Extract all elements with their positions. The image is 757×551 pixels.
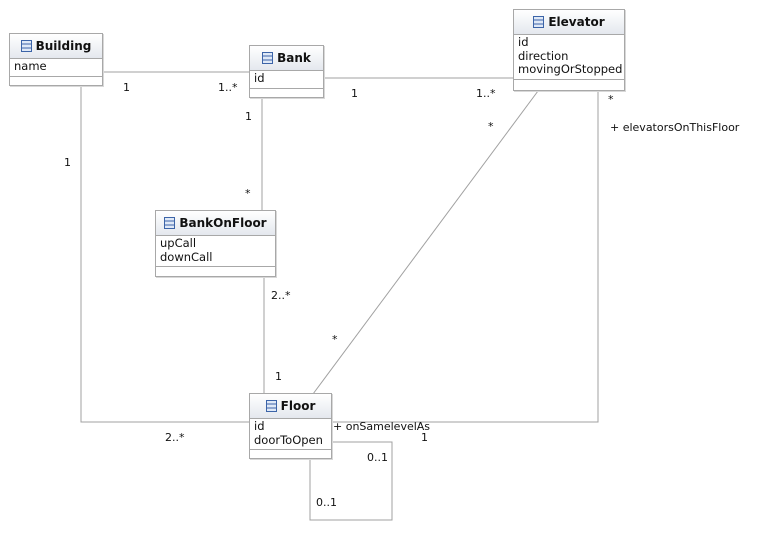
- class-header: Building: [10, 34, 102, 59]
- attribute-compartment: name: [10, 59, 102, 77]
- multiplicity-label: *: [245, 187, 251, 200]
- multiplicity-label: 1: [351, 87, 358, 100]
- role-label: + onSamelevelAs: [333, 420, 431, 433]
- multiplicity-label: *: [608, 93, 614, 106]
- attribute: doorToOpen: [254, 432, 323, 447]
- multiplicity-label: 2..*: [271, 289, 291, 302]
- multiplicity-label: 1: [64, 156, 71, 169]
- class-name: Building: [35, 39, 92, 53]
- multiplicity-label: *: [488, 120, 494, 133]
- multiplicity-label: 1: [245, 110, 252, 123]
- multiplicity-label: 1: [421, 431, 428, 444]
- attribute-compartment: upCall downCall: [156, 236, 275, 267]
- operation-compartment: [156, 267, 275, 275]
- class-name: BankOnFloor: [179, 216, 267, 230]
- class-icon: [265, 400, 277, 412]
- attribute: direction: [518, 48, 569, 63]
- class-icon: [164, 217, 176, 229]
- assoc-elevator-floor-side: [331, 90, 599, 423]
- class-building[interactable]: Building name: [9, 33, 103, 86]
- operation-compartment: [250, 89, 323, 97]
- multiplicity-label: 0..1: [367, 451, 388, 464]
- class-name: Elevator: [548, 15, 605, 29]
- assoc-floor-self: [309, 441, 393, 521]
- operation-compartment: [10, 77, 102, 85]
- operation-compartment: [514, 80, 624, 88]
- multiplicity-label: 1: [123, 81, 130, 94]
- multiplicity-label: 1..*: [218, 81, 238, 94]
- attribute-compartment: id: [250, 71, 323, 89]
- multiplicity-label: 2..*: [165, 431, 185, 444]
- class-icon: [533, 16, 545, 28]
- attribute: upCall: [160, 236, 197, 250]
- class-name: Floor: [280, 399, 316, 413]
- class-icon: [20, 40, 32, 52]
- multiplicity-label: 1: [275, 370, 282, 383]
- class-elevator[interactable]: Elevator id direction movingOrStopped: [513, 9, 625, 91]
- class-name: Bank: [277, 51, 311, 65]
- assoc-elevator-floor: [312, 90, 539, 395]
- class-bankonfloor[interactable]: BankOnFloor upCall downCall: [155, 210, 276, 277]
- class-header: Elevator: [514, 10, 624, 35]
- attribute: id: [518, 35, 529, 49]
- assoc-building-floor: [80, 85, 250, 423]
- attribute: movingOrStopped: [518, 62, 623, 76]
- attribute: downCall: [160, 249, 213, 264]
- role-label: + elevatorsOnThisFloor: [610, 121, 740, 134]
- multiplicity-label: 1..*: [476, 87, 496, 100]
- attribute-compartment: id direction movingOrStopped: [514, 35, 624, 80]
- class-icon: [262, 52, 274, 64]
- attribute: id: [254, 419, 265, 433]
- attribute-compartment: id doorToOpen: [250, 419, 331, 450]
- attribute: name: [14, 59, 47, 73]
- class-header: Floor: [250, 394, 331, 419]
- multiplicity-label: *: [332, 333, 338, 346]
- class-floor[interactable]: Floor id doorToOpen: [249, 393, 332, 459]
- attribute: id: [254, 71, 265, 85]
- multiplicity-label: 0..1: [316, 496, 337, 509]
- operation-compartment: [250, 450, 331, 458]
- class-header: BankOnFloor: [156, 211, 275, 236]
- class-bank[interactable]: Bank id: [249, 45, 324, 98]
- class-header: Bank: [250, 46, 323, 71]
